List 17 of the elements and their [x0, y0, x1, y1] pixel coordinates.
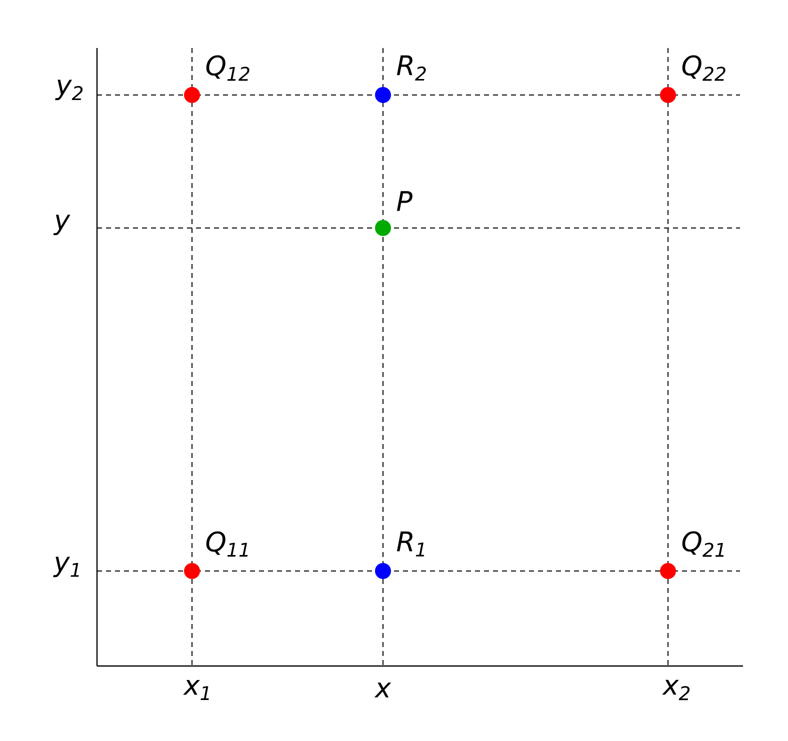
point-label: R$_{2}$ — [396, 55, 426, 81]
point-marker — [375, 562, 391, 579]
point-label: R$_{1}$ — [396, 532, 424, 556]
point-label: Q$_{11}$ — [206, 531, 248, 557]
axis-label: x$_{1}$ — [183, 680, 209, 700]
point-marker — [375, 220, 391, 236]
point-marker — [660, 86, 676, 103]
point-label: Q$_{12}$ — [206, 55, 250, 81]
axis-label: x — [374, 682, 392, 698]
point-marker — [184, 562, 200, 579]
axis-label: y — [53, 214, 70, 236]
point-label: Q$_{21}$ — [682, 531, 724, 557]
point-marker — [375, 86, 391, 103]
point-marker — [660, 562, 676, 579]
point-label: P — [396, 191, 412, 211]
point-label: Q$_{22}$ — [682, 55, 726, 81]
point-marker — [184, 86, 200, 103]
